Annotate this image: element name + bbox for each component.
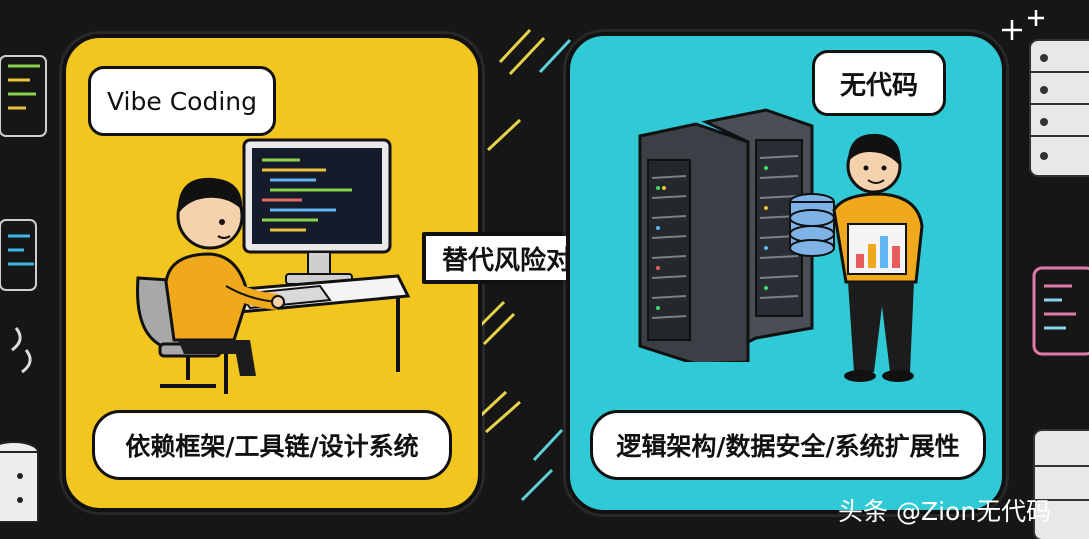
right-caption: 逻辑架构/数据安全/系统扩展性 <box>590 410 986 480</box>
left-caption-text: 依赖框架/工具链/设计系统 <box>125 432 419 461</box>
left-caption: 依赖框架/工具链/设计系统 <box>92 410 452 480</box>
vibe-coding-speech-bubble: Vibe Coding <box>88 66 276 136</box>
sparkle-doodle <box>1002 10 1044 40</box>
database-doodle-left <box>0 441 39 523</box>
vibe-coding-speech-text: Vibe Coding <box>107 86 257 116</box>
database-doodle-right <box>1033 429 1089 539</box>
chart-board-icon <box>847 223 907 275</box>
database-icon <box>789 193 835 257</box>
watermark: 头条 @Zion无代码 <box>838 497 1052 526</box>
server-doodle-right <box>1029 39 1089 177</box>
no-code-speech-bubble: 无代码 <box>812 50 946 116</box>
monitor <box>242 138 392 285</box>
developer-illustration <box>136 138 411 394</box>
developer-person <box>164 177 285 376</box>
no-code-person-illustration <box>789 133 924 382</box>
right-caption-text: 逻辑架构/数据安全/系统扩展性 <box>616 432 960 461</box>
code-window-doodle-right <box>1032 266 1089 356</box>
server-rack-left <box>638 122 750 362</box>
no-code-speech-text: 无代码 <box>839 70 918 101</box>
left-code-doodle <box>8 64 40 266</box>
